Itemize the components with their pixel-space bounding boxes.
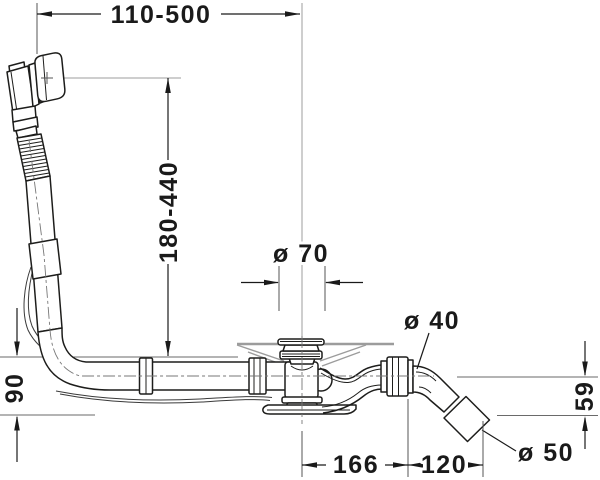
dimension-flange-diameter: ø 70 (241, 237, 363, 311)
valve-body-detail (290, 365, 314, 371)
arrowhead-left (325, 279, 340, 286)
cable-run-lower (59, 393, 271, 404)
dim-label-outlet-projection: 120 (421, 451, 467, 479)
dim-label-outlet-center-height: 59 (571, 381, 599, 412)
arrowhead-166-right (393, 462, 408, 468)
riser-sleeve (28, 238, 62, 280)
arrowhead-up (14, 415, 20, 431)
arrowhead-right (285, 11, 300, 17)
arrowhead-down (582, 361, 588, 377)
arrowhead-120-left (408, 462, 423, 468)
trap-s-pipe (319, 364, 384, 414)
overflow-center-mark (41, 72, 53, 84)
nut-collar (380, 360, 388, 393)
dimension-outlet-end-diameter: ø 50 (481, 429, 576, 470)
plug-mid-block (282, 344, 320, 352)
cable-run-upper (55, 390, 273, 401)
overflow-assembly (6, 52, 66, 139)
dim-label-outlet-pipe-diameter: ø 40 (404, 307, 460, 335)
flexible-hose (16, 133, 291, 395)
recess-slant-right-inner (321, 351, 361, 367)
outlet-sleeve (443, 395, 491, 443)
dim-label-top-span: 110-500 (111, 1, 212, 29)
s-pipe-inner-bottom (321, 384, 384, 408)
arrowhead-120-right (468, 462, 483, 468)
cable-under-pipe (55, 390, 273, 404)
dimension-riser-height: 180-440 (152, 78, 186, 356)
dimension-bottom-spans: 166 120 (301, 399, 484, 480)
centerlines (28, 139, 434, 424)
outlet-elbow (380, 356, 491, 443)
s-pipe-top (319, 364, 384, 380)
valve-body (284, 361, 319, 399)
recess-slant-right-outer (319, 344, 367, 362)
leader-line (416, 332, 430, 370)
arrowhead-down (14, 341, 20, 357)
arrowhead-166-left (302, 462, 317, 468)
leader-line (481, 429, 517, 452)
arrowhead-left (37, 11, 52, 17)
dim-label-base-height: 90 (1, 373, 29, 404)
arrowhead-right (264, 279, 279, 286)
dim-label-outlet-end-diameter: ø 50 (518, 439, 574, 467)
arrowhead-down (165, 341, 171, 356)
recess-slant-left-outer (236, 344, 285, 362)
pipe-axis (28, 139, 434, 377)
overflow-body-edge (10, 71, 18, 113)
drain-fitting (262, 338, 357, 415)
arrowhead-up (582, 416, 588, 431)
coupling-nut (386, 356, 409, 397)
s-pipe-bottom (322, 388, 384, 414)
waste-flange (279, 350, 323, 360)
arrowhead-up (165, 78, 171, 93)
elbow-pipe (412, 365, 460, 413)
dimension-outlet-pipe-diameter: ø 40 (401, 304, 462, 370)
elbow-inner-curve-2 (418, 386, 432, 394)
dim-label-flange-diameter: ø 70 (273, 240, 329, 268)
overflow-cap (34, 52, 66, 103)
elbow-inner-curve (415, 371, 437, 382)
dim-label-trap-length: 166 (333, 451, 379, 479)
dim-label-riser-height: 180-440 (155, 161, 183, 263)
dimension-outlet-center-height: 59 (568, 341, 600, 449)
overflow-flange-a (28, 62, 40, 108)
dimension-top-span: 110-500 (36, 0, 300, 54)
corrugation-ribs (17, 137, 50, 178)
dimension-base-height: 90 (0, 308, 32, 462)
s-pipe-inner-top (320, 368, 384, 384)
